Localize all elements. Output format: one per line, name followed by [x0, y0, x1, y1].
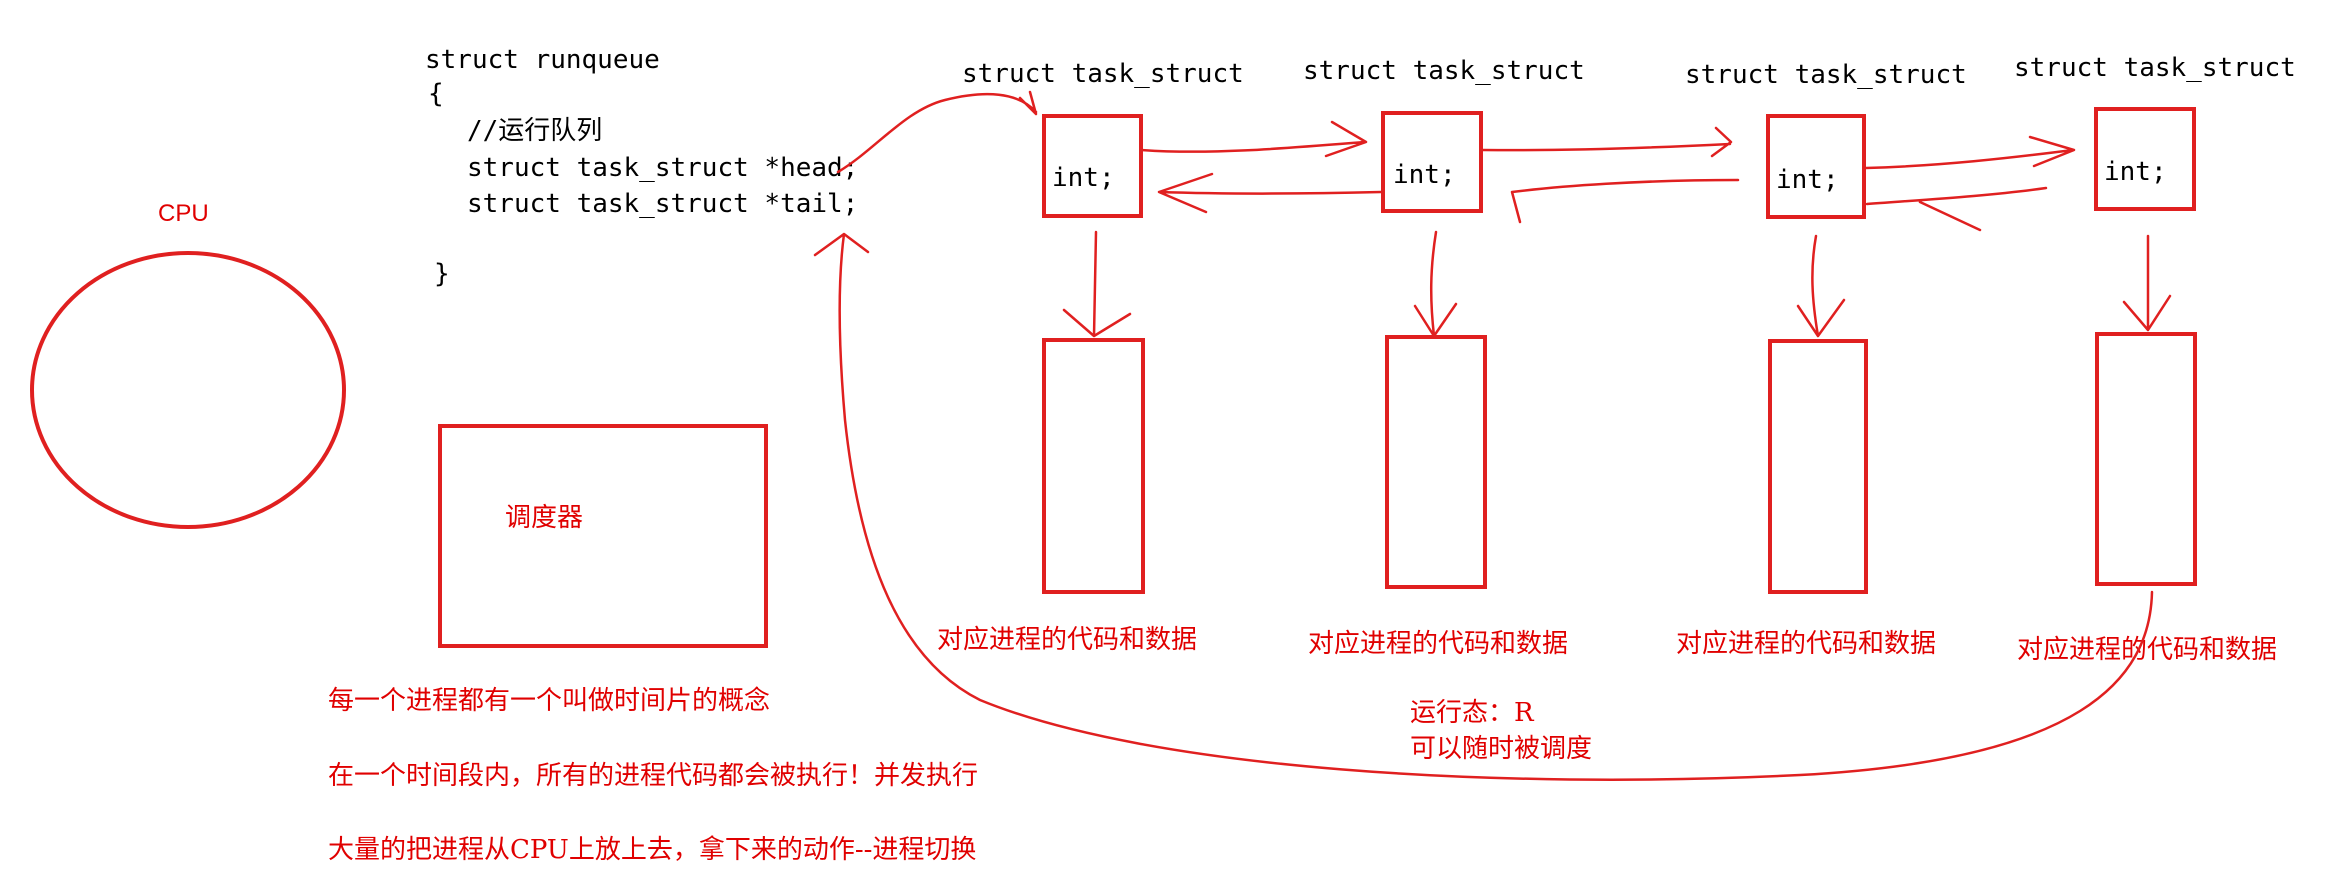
task-title: struct task_struct: [1303, 56, 1585, 86]
pointer-to-code-arrow: [2122, 234, 2172, 332]
task-struct-box: [2094, 107, 2196, 211]
concurrency-note: 在一个时间段内，所有的进程代码都会被执行！并发执行: [328, 761, 978, 791]
code-data-caption: 对应进程的代码和数据: [1676, 629, 1936, 659]
next-link-arrow: [1864, 135, 2076, 170]
runqueue-code: struct runqueue { //运行队列 struct task_str…: [425, 45, 858, 289]
task-field: int;: [1776, 165, 1839, 195]
task-title: struct task_struct: [1685, 60, 1967, 90]
scheduler-box: [438, 424, 768, 648]
code-data-caption: 对应进程的代码和数据: [937, 625, 1197, 655]
code-data-box: [1042, 338, 1145, 594]
runqueue-tail-field: struct task_struct *tail;: [467, 189, 858, 219]
cpu-label: CPU: [158, 200, 209, 227]
cpu-circle: [30, 251, 346, 529]
state-note-line1: 运行态：R: [1410, 698, 1535, 728]
time-slice-note: 每一个进程都有一个叫做时间片的概念: [328, 686, 770, 716]
pointer-to-code-arrow: [1062, 230, 1132, 338]
head-pointer-arrow: [836, 90, 1038, 174]
runqueue-comment: //运行队列: [467, 116, 602, 146]
code-data-box: [1768, 339, 1868, 594]
prev-link-arrow: [1510, 178, 1740, 224]
task-field: int;: [1393, 160, 1456, 190]
prev-link-arrow: [1865, 186, 2048, 232]
task-struct-box: [1042, 114, 1143, 218]
task-struct-box: [1381, 111, 1483, 213]
prev-link-arrow: [1157, 172, 1383, 214]
next-link-arrow: [1481, 126, 1733, 158]
runqueue-head-field: struct task_struct *head;: [467, 153, 858, 183]
scheduler-label: 调度器: [505, 503, 583, 533]
task-node-1: struct task_struct int; 对应进程的代码和数据: [937, 59, 1244, 655]
code-data-caption: 对应进程的代码和数据: [2017, 635, 2277, 665]
task-struct-box: [1766, 114, 1866, 219]
pointer-to-code-arrow: [1796, 234, 1846, 338]
task-node-2: struct task_struct int; 对应进程的代码和数据: [1303, 56, 1585, 659]
runqueue-line: }: [434, 259, 450, 289]
state-note-line2: 可以随时被调度: [1410, 734, 1592, 764]
next-link-arrow: [1140, 120, 1368, 158]
runqueue-line: {: [428, 79, 444, 109]
task-node-4: struct task_struct int; 对应进程的代码和数据: [2014, 53, 2296, 665]
task-field: int;: [2104, 157, 2167, 187]
task-node-3: struct task_struct int; 对应进程的代码和数据: [1676, 60, 1967, 659]
task-title: struct task_struct: [962, 59, 1244, 89]
task-field: int;: [1052, 163, 1115, 193]
task-title: struct task_struct: [2014, 53, 2296, 83]
code-data-box: [2095, 332, 2197, 586]
code-data-caption: 对应进程的代码和数据: [1308, 629, 1568, 659]
tail-pointer-arrow: [813, 232, 2154, 781]
pointer-to-code-arrow: [1413, 230, 1458, 338]
context-switch-note: 大量的把进程从CPU上放上去，拿下来的动作--进程切换: [328, 835, 976, 865]
code-data-box: [1385, 335, 1487, 589]
runqueue-line: struct runqueue: [425, 45, 660, 75]
